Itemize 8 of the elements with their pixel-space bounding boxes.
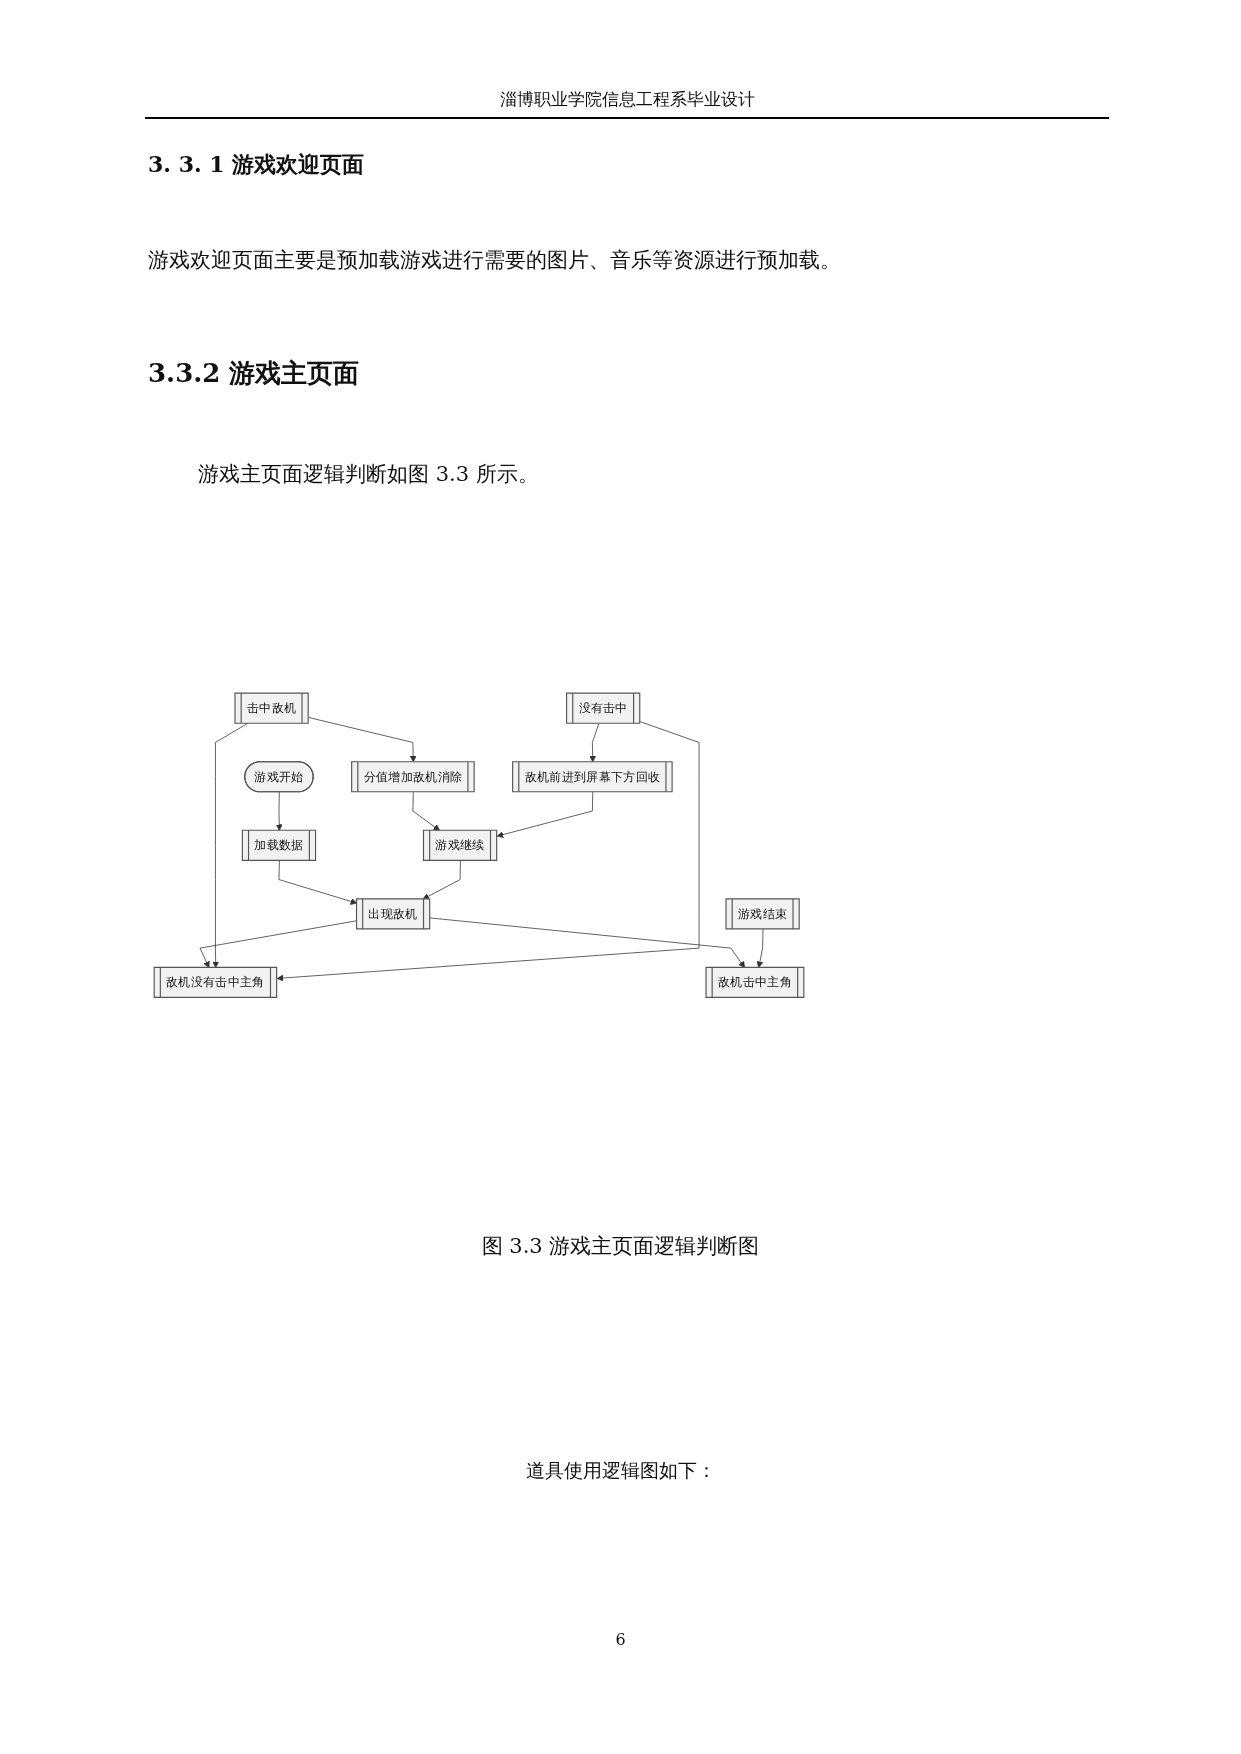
- paragraph: 游戏欢迎页面主要是预加载游戏进行需要的图片、音乐等资源进行预加载。: [148, 247, 841, 274]
- paragraph: 游戏主页面逻辑判断如图 3.3 所示。: [198, 461, 539, 488]
- section-heading: 3.3.2 游戏主页面: [148, 357, 360, 390]
- paragraph: 道具使用逻辑图如下：: [524, 1458, 717, 1483]
- page-header: 淄博职业学院信息工程系毕业设计: [145, 88, 1109, 119]
- figure-caption: 图 3.3 游戏主页面逻辑判断图: [480, 1233, 761, 1260]
- section-heading: 3. 3. 1 游戏欢迎页面: [148, 150, 365, 179]
- page-number: 6: [614, 1630, 627, 1649]
